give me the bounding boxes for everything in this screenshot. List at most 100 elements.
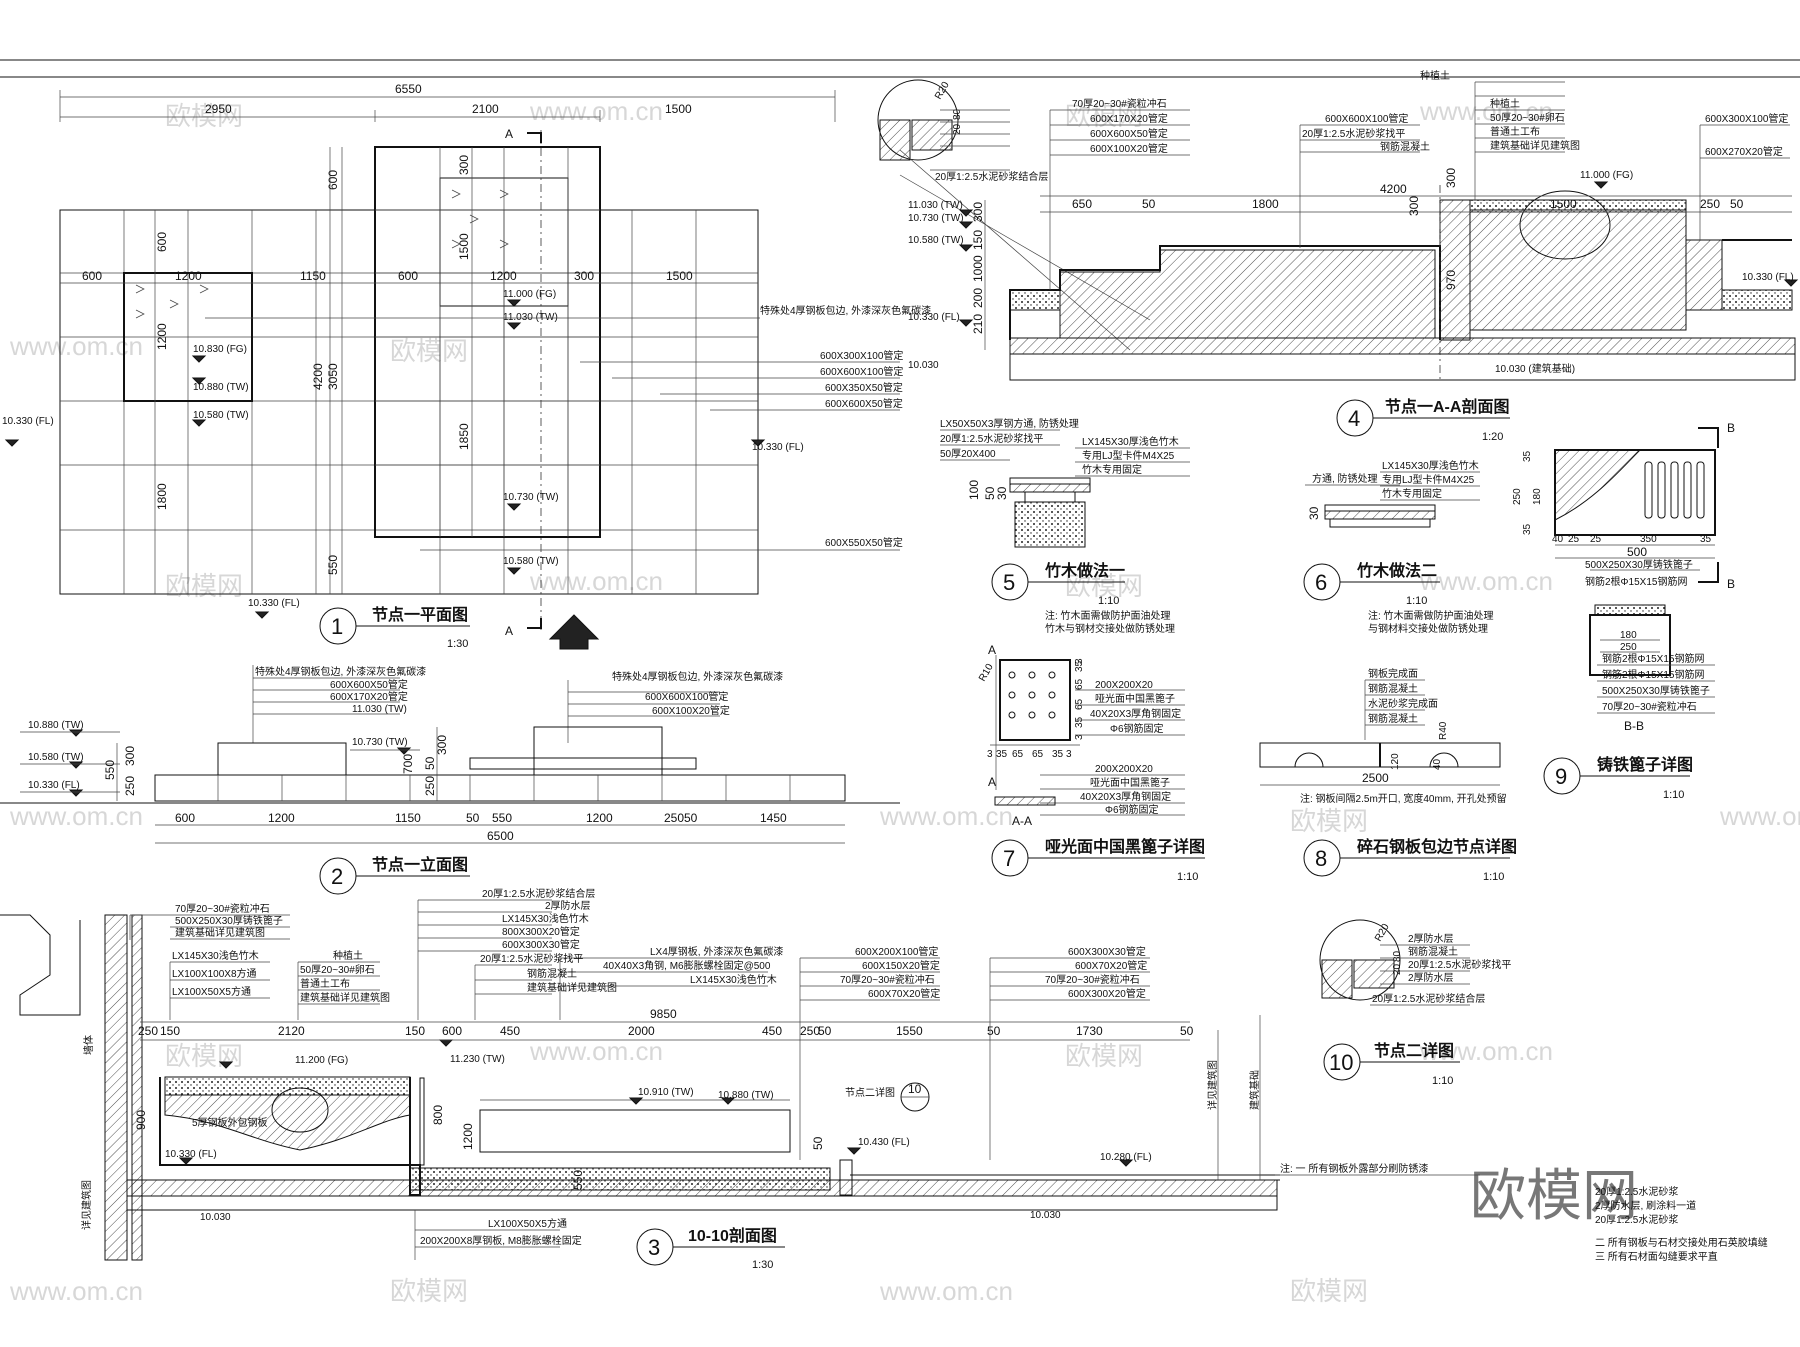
drawing-annotation: 700 bbox=[401, 754, 415, 774]
drawing-annotation: 10.580 (TW) bbox=[908, 235, 964, 246]
drawing-annotation: 1:10 bbox=[1483, 871, 1504, 883]
watermark-layer: 欧模网 www.om.cn 欧模网 www.om.cn www.om.cn 欧模… bbox=[9, 96, 1800, 1306]
drawing-title: 节点一平面图 bbox=[372, 605, 468, 624]
drawing-annotation: 20厚1:2.5水泥砂浆结合层 bbox=[1372, 992, 1485, 1005]
drawing-annotation: 10.330 (FL) bbox=[2, 416, 54, 427]
drawing-annotation: 1:10 bbox=[1432, 1075, 1453, 1087]
drawing-annotation: 11.230 (TW) bbox=[450, 1054, 505, 1065]
drawing-annotation: 1550 bbox=[896, 1024, 923, 1038]
drawing-annotation: 180 bbox=[1620, 630, 1637, 641]
drawing-annotation: 钢筋2根Φ15X15钢筋网 bbox=[1602, 668, 1704, 681]
drawing-annotation: 150 bbox=[405, 1024, 425, 1038]
drawing-annotation: 40 bbox=[1432, 758, 1443, 770]
drawing-annotation: 120 bbox=[1390, 753, 1401, 770]
drawing-annotation: 50 bbox=[818, 1024, 832, 1038]
drawing-annotation: 600X170X20管定 bbox=[1090, 112, 1168, 125]
drawing-title: 10-10剖面图 bbox=[688, 1226, 777, 1245]
drawing-annotation: 35 bbox=[1052, 749, 1064, 760]
drawing-title: 哑光面中国黑篦子详图 bbox=[1045, 837, 1205, 856]
level-marker-icon bbox=[68, 729, 412, 797]
dim-label: 1200 bbox=[490, 269, 517, 283]
drawing-annotation: 50厚20~30#卵石 bbox=[300, 964, 375, 976]
drawing-annotation: LX145X30浅色竹木 bbox=[502, 912, 589, 925]
dim-label: 1500 bbox=[457, 233, 471, 260]
drawing-annotation: 500 bbox=[1627, 545, 1647, 559]
drawing-annotation: 40X20X3厚角钢固定 bbox=[1090, 707, 1181, 720]
drawing-annotation: 20厚1:2.5水泥砂浆 bbox=[1595, 1213, 1678, 1226]
drawing-annotation: 注: 钢板间隔2.5m开口, 宽度40mm, 开孔处预留 bbox=[1300, 792, 1507, 805]
drawing-annotation: 600X600X50管定 bbox=[825, 397, 903, 410]
drawing-annotation: 专用LJ型卡件M4X25 bbox=[1382, 473, 1475, 486]
drawing-2-elevation: 特殊处4厚钢板包边, 外漆深灰色氟碳漆 600X600X50管定 600X170… bbox=[20, 665, 846, 895]
drawing-annotation: B bbox=[1727, 421, 1735, 435]
drawing-annotation: R40 bbox=[1438, 721, 1449, 740]
drawing-annotation: 建筑基础详见建筑图 bbox=[175, 926, 265, 939]
drawing-annotation: 600X300X20管定 bbox=[1068, 987, 1146, 1000]
drawing-annotation: 450 bbox=[500, 1024, 520, 1038]
drawing-annotation: 1450 bbox=[760, 811, 787, 825]
drawing-annotation: 钢筋混凝土 bbox=[1368, 682, 1418, 695]
drawing-annotation: www.om.cn bbox=[9, 331, 143, 361]
drawing-title: 铸铁篦子详图 bbox=[1597, 755, 1693, 774]
drawing-annotation: 特殊处4厚钢板包边, 外漆深灰色氟碳漆 bbox=[255, 665, 426, 678]
drawing-annotation: 600X550X50管定 bbox=[825, 536, 903, 549]
north-arrow-icon bbox=[548, 614, 600, 650]
drawing-annotation: 800X300X20管定 bbox=[502, 925, 580, 938]
dim-label: 4200 bbox=[311, 363, 325, 390]
drawing-annotation: 10.330 (FL) bbox=[248, 598, 300, 609]
drawing-annotation: 250 bbox=[423, 776, 437, 796]
drawing-annotation: www.om.cn bbox=[529, 1036, 663, 1066]
drawing-annotation: 1200 bbox=[586, 811, 613, 825]
dim-label: 2100 bbox=[472, 102, 499, 116]
drawing-annotation: 250 bbox=[1512, 488, 1523, 505]
drawing-annotation: 70厚20~30#瓷粒冲石 bbox=[1072, 97, 1167, 110]
drawing-annotation: 100 bbox=[967, 480, 981, 500]
brand-logo: 欧模网 bbox=[1470, 1164, 1638, 1227]
drawing-annotation: 1730 bbox=[1076, 1024, 1103, 1038]
drawing-annotation: LX4厚钢板, 外漆深灰色氟碳漆 bbox=[650, 945, 783, 958]
drawing-annotation: 550 bbox=[571, 1170, 585, 1190]
drawing-annotation: 50 bbox=[423, 756, 437, 770]
drawing-annotation: 10.030 bbox=[1030, 1210, 1061, 1221]
drawing-4-section-aa: R20 80 20 20厚1:2.5水泥砂浆结合层 4200 650 50 bbox=[877, 69, 1799, 443]
drawing-annotation: 10.880 (TW) bbox=[28, 720, 84, 731]
drawing-annotation: 65 bbox=[1074, 678, 1085, 690]
drawing-annotation: 1:10 bbox=[1098, 595, 1119, 607]
drawing-annotation: LX145X30浅色竹木 bbox=[690, 973, 777, 986]
drawing-annotation: 20厚1:2.5水泥砂浆找平 bbox=[1302, 127, 1405, 140]
drawing-annotation: 200X200X20 bbox=[1095, 764, 1153, 775]
drawing-annotation: 10.330 (FL) bbox=[752, 442, 804, 453]
section-mark: A bbox=[505, 624, 513, 638]
dim-label: 300 bbox=[457, 155, 471, 175]
drawing-annotation: 欧模网 bbox=[165, 571, 243, 601]
drawing-annotation: 6500 bbox=[487, 829, 514, 843]
drawing-annotation: 70厚20~30#瓷粒冲石 bbox=[1602, 700, 1697, 713]
dim-label: 1150 bbox=[300, 269, 326, 283]
drawing-3-section: 墙体 详见建筑图 5厚钢板外包钢板 10.910 (TW) 10.880 (TW… bbox=[0, 887, 1768, 1271]
dim-label: 1200 bbox=[155, 323, 169, 350]
drawing-annotation: 1:30 bbox=[752, 1259, 773, 1271]
drawing-annotation: 10.330 (FL) bbox=[1742, 272, 1794, 283]
dim-label: 2950 bbox=[205, 102, 232, 116]
drawing-annotation: 250 bbox=[800, 1024, 820, 1038]
drawing-annotation: 70厚20~30#瓷粒冲石 bbox=[175, 902, 270, 915]
drawing-annotation: LX145X30厚浅色竹木 bbox=[1082, 435, 1179, 448]
drawing-annotation: 10.330 (FL) bbox=[908, 312, 960, 323]
drawing-annotation: 竹木专用固定 bbox=[1382, 487, 1442, 500]
drawing-annotation: 250 bbox=[664, 811, 684, 825]
drawing-annotation: 20 bbox=[952, 123, 963, 135]
drawing-annotation: 600X300X30管定 bbox=[502, 938, 580, 951]
drawing-annotation: 65 bbox=[1074, 698, 1085, 710]
drawing-annotation: 600X270X20管定 bbox=[1705, 145, 1783, 158]
drawing-annotation: 1200 bbox=[268, 811, 295, 825]
drawing-annotation: 20厚1:2.5水泥砂浆找平 bbox=[480, 952, 583, 965]
drawing-annotation: 详见建筑图 bbox=[1206, 1060, 1219, 1110]
drawing-annotation: 600X100X20管定 bbox=[652, 704, 730, 717]
drawing-annotation: www.om.cn bbox=[1719, 801, 1800, 831]
drawing-annotation: 20厚1:2.5水泥砂浆结合层 bbox=[935, 170, 1048, 183]
drawing-annotation: 1:30 bbox=[447, 638, 468, 650]
drawing-annotation: www.om.cn bbox=[9, 801, 143, 831]
drawing-annotation: LX145X30厚浅色竹木 bbox=[1382, 459, 1479, 472]
dim-label: 550 bbox=[326, 555, 340, 575]
drawing-annotation: 二 所有钢板与石材交接处用石英胶填缝 bbox=[1595, 1236, 1768, 1249]
